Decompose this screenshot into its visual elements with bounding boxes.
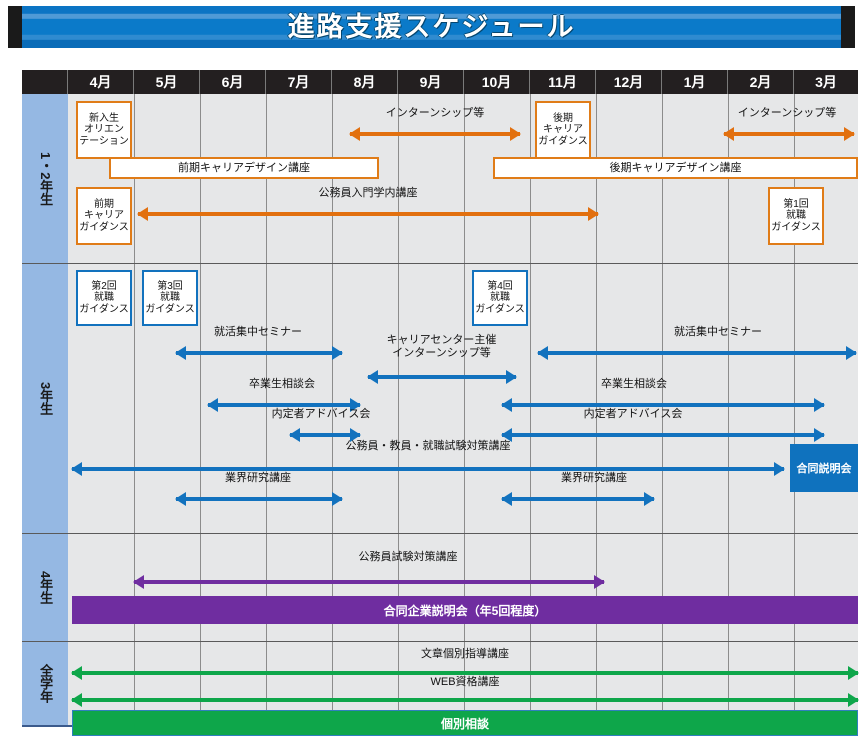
arrow-head-right-icon — [588, 207, 599, 221]
schedule-chart: 4月 5月 6月 7月 8月 9月 10月 11月 12月 1月 2月 3月 1… — [22, 70, 859, 736]
month-header-7: 11月 — [530, 70, 596, 94]
item-kouki-career-guidance[interactable]: 後期 キャリア ガイダンス — [535, 101, 591, 159]
row-area-grade4: 公務員試験対策講座 合同企業説明会（年5回程度） — [68, 534, 858, 642]
month-header-9: 1月 — [662, 70, 728, 94]
arrow-head-right-icon — [644, 492, 655, 506]
row-area-grade3: 第2回 就職 ガイダンス 第3回 就職 ガイダンス 第4回 就職 ガイダンス 就… — [68, 264, 858, 534]
arrow-head-right-icon — [332, 346, 343, 360]
arrow-head-right-icon — [350, 398, 361, 412]
label-civil-servant-exam-prep: 公務員試験対策講座 — [358, 551, 458, 563]
item-individual-consultation[interactable]: 個別相談 — [72, 710, 858, 736]
banner-gradient — [22, 6, 841, 48]
month-header-6: 10月 — [464, 70, 530, 94]
item-kouki-career-design-course[interactable]: 後期キャリアデザイン講座 — [493, 157, 858, 179]
row-label-grade3: 3年生 — [22, 264, 68, 534]
label-naitei-advice-2: 内定者アドバイス会 — [583, 408, 683, 420]
title-banner: 進路支援スケジュール — [8, 6, 855, 48]
row-area-all-grades: 文章個別指導講座 WEB資格講座 個別相談 — [68, 642, 859, 736]
item-joint-company-briefing[interactable]: 合同企業説明会（年5回程度） — [72, 596, 858, 624]
month-header-11: 3月 — [815, 74, 837, 90]
arrow-head-right-icon — [814, 428, 825, 442]
arrow-head-left-icon — [175, 346, 186, 360]
label-alumni-consultation-1: 卒業生相談会 — [249, 378, 315, 390]
label-alumni-consultation-2: 卒業生相談会 — [601, 378, 667, 390]
arrow-head-right-icon — [848, 693, 859, 707]
page-title: 進路支援スケジュール — [287, 12, 576, 42]
arrow-head-left-icon — [71, 462, 82, 476]
label-web-certification-course: WEB資格講座 — [430, 676, 500, 688]
arrow-head-right-icon — [594, 575, 605, 589]
label-job-seminar-2: 就活集中セミナー — [674, 326, 762, 338]
month-header-4: 8月 — [332, 70, 398, 94]
banner-cap-left — [8, 6, 22, 48]
row-label-grade12: 1・2年生 — [22, 94, 68, 264]
arrow-head-left-icon — [501, 428, 512, 442]
arrow-head-left-icon — [537, 346, 548, 360]
label-internship-1: インターンシップ等 — [385, 107, 485, 119]
month-header-2: 6月 — [200, 70, 266, 94]
label-industry-research-1: 業界研究講座 — [225, 472, 291, 484]
item-job-guidance-3[interactable]: 第3回 就職 ガイダンス — [142, 270, 198, 326]
arrow-head-right-icon — [510, 127, 521, 141]
month-header-0: 4月 — [68, 70, 134, 94]
label-komuin-intro-course: 公務員入門学内講座 — [318, 187, 418, 199]
month-header-1: 5月 — [134, 70, 200, 94]
row-label-grade4: 4年生 — [22, 534, 68, 642]
banner-cap-right — [841, 6, 855, 48]
arrow-head-right-icon — [506, 370, 517, 384]
header-corner — [22, 70, 68, 94]
arrow-head-left-icon — [71, 693, 82, 707]
row-area-grade12: 新入生 オリエン テーション インターンシップ等 後期 キャリア ガイダンス イ… — [68, 94, 858, 264]
item-job-guidance-4[interactable]: 第4回 就職 ガイダンス — [472, 270, 528, 326]
label-exam-prep-course: 公務員・教員・就職試験対策講座 — [345, 440, 511, 452]
label-naitei-advice-1: 内定者アドバイス会 — [271, 408, 371, 420]
item-joint-briefing-session[interactable]: 合同説明会 — [790, 444, 858, 492]
label-career-center-internship: キャリアセンター主催 インターンシップ等 — [386, 334, 497, 359]
arrow-head-right-icon — [848, 666, 859, 680]
arrow-head-left-icon — [501, 492, 512, 506]
item-job-guidance-2[interactable]: 第2回 就職 ガイダンス — [76, 270, 132, 326]
item-zenki-career-design-course[interactable]: 前期キャリアデザイン講座 — [109, 157, 379, 179]
item-new-student-orientation[interactable]: 新入生 オリエン テーション — [76, 101, 132, 159]
month-header-10: 2月 — [728, 70, 794, 94]
month-header-5: 9月 — [398, 70, 464, 94]
arrow-head-right-icon — [814, 398, 825, 412]
row-label-all-grades: 全学年 — [22, 642, 68, 725]
arrow-head-left-icon — [207, 398, 218, 412]
label-industry-research-2: 業界研究講座 — [561, 472, 627, 484]
arrow-head-left-icon — [71, 666, 82, 680]
arrow-head-left-icon — [723, 127, 734, 141]
label-job-seminar-1: 就活集中セミナー — [214, 326, 302, 338]
arrow-head-left-icon — [133, 575, 144, 589]
item-zenki-career-guidance[interactable]: 前期 キャリア ガイダンス — [76, 187, 132, 245]
month-header-row: 4月 5月 6月 7月 8月 9月 10月 11月 12月 1月 2月 3月 — [22, 70, 858, 94]
arrow-head-left-icon — [137, 207, 148, 221]
month-header-3: 7月 — [266, 70, 332, 94]
month-header-8: 12月 — [596, 70, 662, 94]
label-internship-2: インターンシップ等 — [737, 107, 837, 119]
arrow-head-right-icon — [846, 346, 857, 360]
arrow-head-left-icon — [175, 492, 186, 506]
arrow-head-left-icon — [289, 428, 300, 442]
arrow-head-left-icon — [367, 370, 378, 384]
label-writing-guidance-course: 文章個別指導講座 — [421, 648, 509, 660]
arrow-head-right-icon — [844, 127, 855, 141]
arrow-head-left-icon — [349, 127, 360, 141]
schedule-body: 1・2年生 新入生 オリエン テーション インターンシップ等 後期 キャリア ガ… — [22, 94, 859, 736]
arrow-head-right-icon — [332, 492, 343, 506]
arrow-head-left-icon — [501, 398, 512, 412]
arrow-head-right-icon — [350, 428, 361, 442]
item-job-guidance-1[interactable]: 第1回 就職 ガイダンス — [768, 187, 824, 245]
arrow-head-right-icon — [774, 462, 785, 476]
